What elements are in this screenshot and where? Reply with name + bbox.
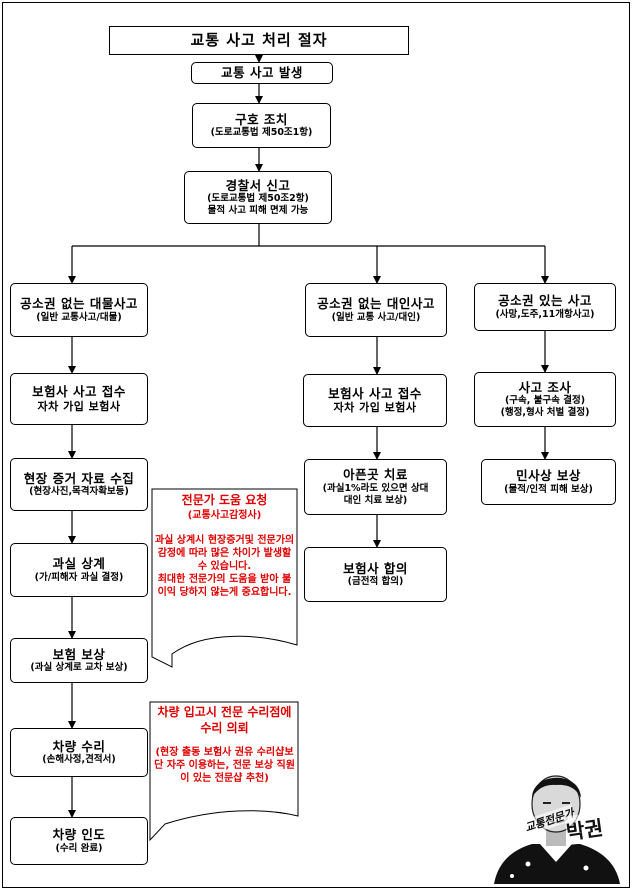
property-step-6: 차량 인도 (수리 완료) [10, 817, 148, 865]
prosecutable-head-label: 공소권 있는 사고 [498, 293, 592, 309]
personal-step-1-sub: 자차 가입 보험사 [333, 401, 417, 415]
step-rescue-label: 구호 조치 [235, 111, 288, 127]
personal-step-3-sub: (금전적 합의) [347, 576, 404, 588]
signature-big: 박권 [564, 811, 605, 846]
prosecutable-step-1: 사고 조사 (구속, 불구속 결정) (행정,형사 처벌 결정) [474, 372, 616, 427]
note-repair-body: (현장 출동 보험사 권유 수리샵보단 자주 이용하는, 전문 보상 직원이 있… [154, 747, 295, 785]
step-occur-label: 교통 사고 발생 [221, 65, 303, 81]
personal-head-sub: (일반 교통 사고/대인) [331, 311, 421, 323]
personal-step-2-label: 아픈곳 치료 [343, 467, 408, 483]
property-head-sub: (일반 교통사고/대물) [36, 311, 122, 323]
property-step-5-label: 차량 수리 [52, 738, 106, 754]
note-repair-title: 차량 입고시 전문 수리점에 수리 의뢰 [157, 705, 292, 735]
note-repair: 차량 입고시 전문 수리점에 수리 의뢰 (현장 출동 보험사 권유 수리샵보단… [153, 705, 296, 785]
personal-step-3: 보험사 합의 (금전적 합의) [304, 547, 447, 602]
property-step-1-sub: 자차 가입 보험사 [37, 399, 121, 413]
personal-head-label: 공소권 없는 대인사고 [317, 296, 435, 312]
prosecutable-step-1-label: 사고 조사 [518, 379, 572, 395]
step-police: 경찰서 신고 (도로교통법 제50조2항) 물적 사고 피해 면제 가능 [184, 171, 332, 224]
prosecutable-head: 공소권 있는 사고 (사망,도주,11개항사고) [474, 283, 616, 331]
prosecutable-step-2-sub: (물적/인적 피해 보상) [504, 483, 593, 495]
property-step-6-sub: (수리 완료) [55, 842, 103, 854]
prosecutable-step-2: 민사상 보상 (물적/인적 피해 보상) [481, 459, 616, 505]
property-step-3-sub: (가/피해자 과실 결정) [34, 571, 124, 583]
property-step-1: 보험사 사고 접수 자차 가입 보험사 [10, 373, 148, 425]
step-police-sub2: 물적 사고 피해 면제 가능 [207, 205, 309, 217]
personal-step-3-label: 보험사 합의 [343, 560, 408, 576]
property-step-4-label: 보험 보상 [52, 646, 106, 662]
note-expert-title: 전문가 도움 요청 [181, 493, 268, 507]
note-expert-body-1: 과실 상계시 현장증거및 전문가의 감정에 따라 많은 차이가 발생할수 있습니… [154, 534, 295, 572]
property-step-2-sub: (현장사진,목격자확보등) [29, 486, 129, 498]
personal-step-2: 아픈곳 치료 (과실1%라도 있으면 상대 대인 치료 보상) [304, 459, 447, 515]
personal-step-1: 보험사 사고 접수 자차 가입 보험사 [303, 374, 447, 427]
step-police-label: 경찰서 신고 [225, 177, 291, 193]
diagram-title-text: 교통 사고 처리 절자 [190, 31, 328, 50]
step-occur: 교통 사고 발생 [191, 62, 333, 84]
property-step-6-label: 차량 인도 [52, 827, 106, 843]
property-step-3: 과실 상계 (가/피해자 과실 결정) [10, 543, 148, 597]
personal-head: 공소권 없는 대인사고 (일반 교통 사고/대인) [305, 283, 447, 337]
step-rescue-sub: (도로교통법 제50조1항) [210, 127, 313, 139]
diagram-title: 교통 사고 처리 절자 [109, 26, 409, 55]
personal-step-2-sub: (과실1%라도 있으면 상대 [322, 482, 429, 494]
step-rescue: 구호 조치 (도로교통법 제50조1항) [192, 103, 331, 148]
property-step-4: 보험 보상 (과실 상계로 교차 보상) [10, 638, 148, 683]
personal-step-1-label: 보험사 사고 접수 [328, 385, 422, 401]
step-police-sub: (도로교통법 제50조2항) [207, 193, 309, 205]
property-step-1-label: 보험사 사고 접수 [32, 384, 126, 400]
note-expert: 전문가 도움 요청 (교통사고감정사) 과실 상계시 현장증거및 전문가의 감정… [154, 493, 295, 599]
personal-step-2-sub2: 대인 치료 보상) [343, 494, 408, 506]
property-step-2: 현장 증거 자료 수집 (현장사진,목격자확보등) [10, 458, 148, 511]
property-head-label: 공소권 없는 대물사고 [20, 296, 138, 312]
note-expert-body-2: 최대한 전문가의 도움을 받아 불이익 당하지 않는게 중요합니다. [157, 573, 292, 598]
property-step-5-sub: (손해사정,견적서) [42, 754, 116, 766]
note-expert-subtitle: (교통사고감정사) [187, 509, 262, 521]
property-step-5: 차량 수리 (손해사정,견적서) [10, 728, 148, 777]
prosecutable-step-2-label: 민사상 보상 [516, 468, 581, 484]
prosecutable-step-1-sub: (구속, 불구속 결정) [504, 395, 586, 407]
note-repair-shape [149, 701, 299, 842]
prosecutable-head-sub: (사망,도주,11개항사고) [495, 308, 595, 320]
property-head: 공소권 없는 대물사고 (일반 교통사고/대물) [10, 283, 148, 337]
prosecutable-step-1-sub2: (행정,형사 처벌 결정) [500, 407, 590, 419]
note-expert-shape [151, 488, 298, 668]
property-step-4-sub: (과실 상계로 교차 보상) [30, 662, 128, 674]
property-step-2-label: 현장 증거 자료 수집 [23, 470, 135, 486]
property-step-3-label: 과실 상계 [52, 556, 106, 572]
